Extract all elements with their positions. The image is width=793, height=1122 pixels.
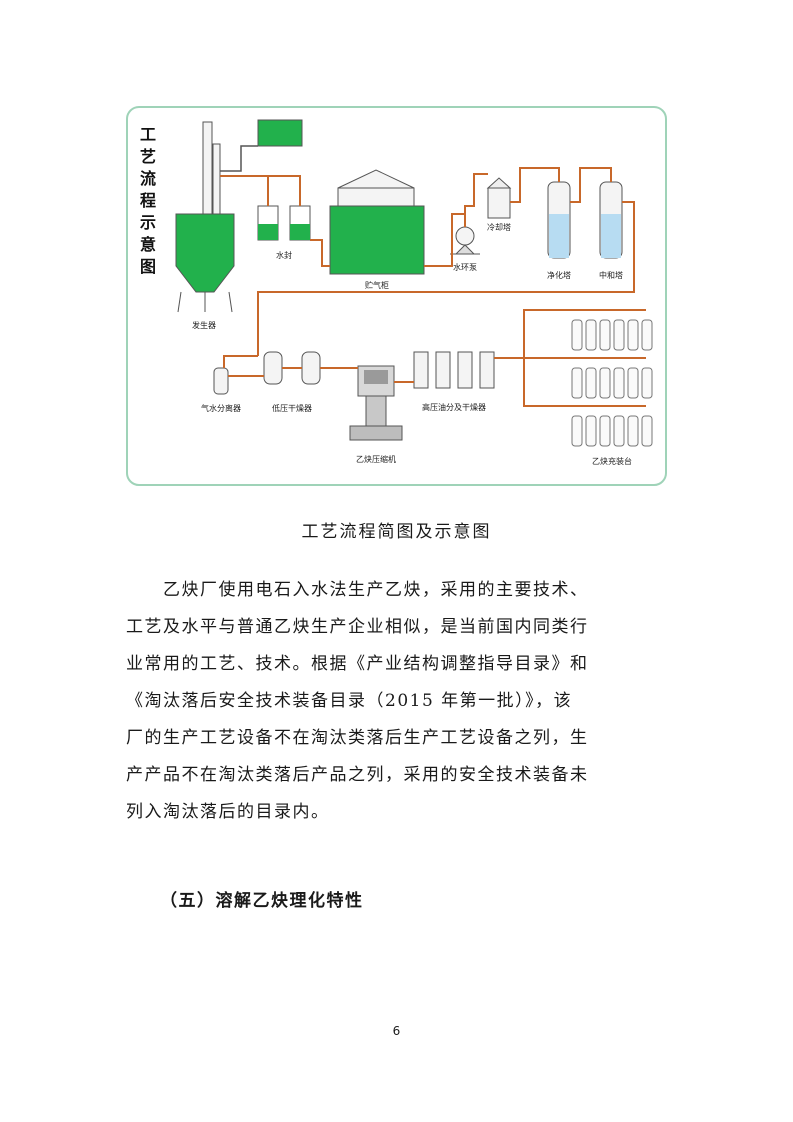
paragraph-line: 《淘汰落后安全技术装备目录（2015 年第一批）》，该 <box>126 691 573 711</box>
paragraph-line: 产产品不在淘汰类落后产品之列，采用的安全技术装备未 <box>126 765 589 785</box>
paragraph-line: 厂的生产工艺设备不在淘汰类落后生产工艺设备之列，生 <box>126 728 589 748</box>
diagram-frame <box>126 106 667 486</box>
svg-text:工: 工 <box>140 125 156 144</box>
neutralization-tower-icon <box>599 181 623 259</box>
water-seal-label: 水封 <box>276 250 292 260</box>
cooling-tower-label: 冷却塔 <box>487 222 511 232</box>
water-ring-pump-label: 水环泵 <box>453 262 477 272</box>
paragraph-line: 业常用的工艺、技术。根据《产业结构调整指导目录》和 <box>126 654 589 674</box>
generator-label: 发生器 <box>192 320 216 330</box>
section-heading: （五）溶解乙炔理化特性 <box>160 891 364 911</box>
paragraph-line: 列入淘汰落后的目录内。 <box>126 802 330 822</box>
gas-water-separator-icon <box>213 367 229 395</box>
figure-caption: 工艺流程简图及示意图 <box>301 522 492 542</box>
neutralization-tower-label: 中和塔 <box>599 270 623 280</box>
svg-text:流: 流 <box>140 169 156 188</box>
svg-text:艺: 艺 <box>140 147 156 166</box>
gas-water-separator-label: 气水分离器 <box>201 403 241 413</box>
hp-oil-separator-dryer-icon <box>413 351 495 389</box>
svg-text:程: 程 <box>140 191 156 210</box>
hopper-icon <box>257 119 303 147</box>
filling-station-icon <box>571 319 653 447</box>
water-seal-icon <box>257 205 311 241</box>
diagram-title: 工 艺 流 程 示 意 图 <box>140 125 156 276</box>
process-pipeline <box>220 167 635 356</box>
body-paragraph: 乙炔厂使用电石入水法生产乙炔，采用的主要技术、 工艺及水平与普通乙炔生产企业相似… <box>126 572 667 831</box>
filling-station-label: 乙炔充装台 <box>592 456 632 466</box>
purification-tower-icon <box>547 181 571 259</box>
low-pressure-dryer-label: 低压干燥器 <box>272 403 312 413</box>
paragraph-line: 乙炔厂使用电石入水法生产乙炔，采用的主要技术、 <box>126 580 589 600</box>
paragraph-line: 工艺及水平与普通乙炔生产企业相似，是当前国内同类行 <box>126 617 589 637</box>
generator-icon <box>175 121 235 313</box>
hp-oil-separator-dryer-label: 高压油分及干燥器 <box>422 402 486 412</box>
gas-holder-label: 贮气柜 <box>365 280 389 290</box>
svg-text:示: 示 <box>140 213 156 232</box>
lower-pipeline <box>223 309 646 407</box>
svg-text:意: 意 <box>140 235 156 254</box>
process-flow-diagram: 工 艺 流 程 示 意 图 发生器 水封 贮气柜 水环泵 <box>126 106 667 486</box>
page-number: 6 <box>392 1024 401 1038</box>
compressor-icon <box>349 365 403 441</box>
gas-holder-icon <box>329 169 425 275</box>
compressor-label: 乙炔压缩机 <box>356 454 396 464</box>
svg-text:图: 图 <box>140 257 156 276</box>
purification-tower-label: 净化塔 <box>547 270 571 280</box>
